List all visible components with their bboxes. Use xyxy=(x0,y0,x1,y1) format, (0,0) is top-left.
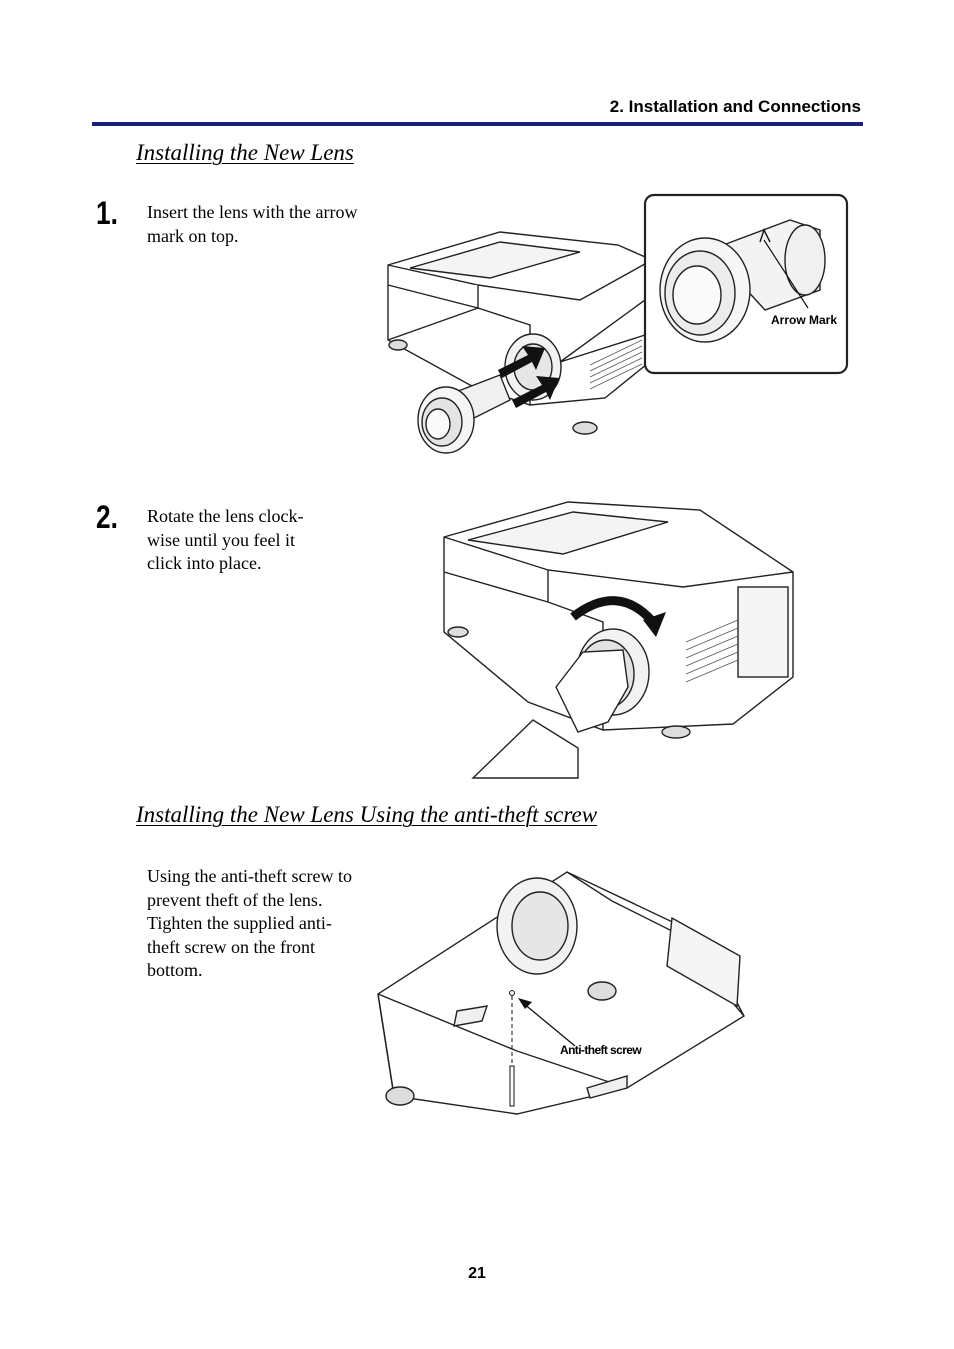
section-title-installing-lens: Installing the New Lens xyxy=(136,140,354,165)
anti-theft-paragraph-2: Tighten the supplied anti-theft screw on… xyxy=(147,913,332,981)
header-rule xyxy=(92,122,863,126)
figure-insert-lens: Arrow Mark xyxy=(387,193,849,454)
anti-theft-screw-label: Anti-theft screw xyxy=(560,1043,642,1057)
step-number-1: 1. xyxy=(96,195,118,231)
step-2-text: Rotate the lens clock-wise until you fee… xyxy=(147,506,304,574)
figure-anti-theft-screw: Anti-theft screw xyxy=(377,871,745,1115)
anti-theft-paragraph-1: Using the anti-theft screw to prevent th… xyxy=(147,866,352,910)
section-title-anti-theft: Installing the New Lens Using the anti-t… xyxy=(136,802,598,827)
step-number-2: 2. xyxy=(96,499,118,535)
step-1-text: Insert the lens with the arrow mark on t… xyxy=(147,202,358,246)
chapter-header: 2. Installation and Connections xyxy=(609,97,861,116)
figure-rotate-lens xyxy=(443,501,794,779)
page-number: 21 xyxy=(468,1265,486,1282)
anti-theft-text: Using the anti-theft screw to prevent th… xyxy=(147,865,357,983)
arrow-mark-label: Arrow Mark xyxy=(771,313,837,327)
